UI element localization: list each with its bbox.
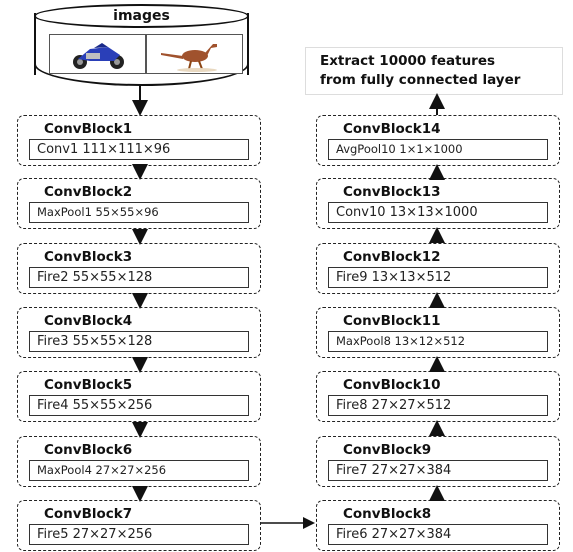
convblock12: ConvBlock12 Fire9 13×13×512 bbox=[316, 243, 560, 294]
layer-box: Fire4 55×55×256 bbox=[29, 395, 249, 416]
convblock2: ConvBlock2 MaxPool1 55×55×96 bbox=[17, 178, 261, 229]
block-title: ConvBlock9 bbox=[343, 442, 432, 458]
block-title: ConvBlock1 bbox=[44, 121, 133, 137]
features-line-2: from fully connected layer bbox=[320, 72, 521, 88]
block-title: ConvBlock11 bbox=[343, 313, 441, 329]
layer-box: Fire9 13×13×512 bbox=[328, 267, 548, 288]
layer-box: Conv1 111×111×96 bbox=[29, 139, 249, 160]
convblock3: ConvBlock3 Fire2 55×55×128 bbox=[17, 243, 261, 294]
layer-box: AvgPool10 1×1×1000 bbox=[328, 139, 548, 160]
block-title: ConvBlock12 bbox=[343, 249, 441, 265]
images-label: images bbox=[113, 8, 170, 24]
convblock6: ConvBlock6 MaxPool4 27×27×256 bbox=[17, 436, 261, 487]
convblock5: ConvBlock5 Fire4 55×55×256 bbox=[17, 371, 261, 422]
features-box: Extract 10000 features from fully connec… bbox=[305, 47, 563, 95]
convblock4: ConvBlock4 Fire3 55×55×128 bbox=[17, 307, 261, 358]
convblock9: ConvBlock9 Fire7 27×27×384 bbox=[316, 436, 560, 487]
block-title: ConvBlock10 bbox=[343, 377, 441, 393]
block-title: ConvBlock7 bbox=[44, 506, 133, 522]
layer-box: MaxPool4 27×27×256 bbox=[29, 460, 249, 481]
layer-box: Fire7 27×27×384 bbox=[328, 460, 548, 481]
convblock1: ConvBlock1 Conv1 111×111×96 bbox=[17, 115, 261, 166]
block-title: ConvBlock13 bbox=[343, 184, 441, 200]
layer-box: Fire5 27×27×256 bbox=[29, 524, 249, 545]
block-title: ConvBlock3 bbox=[44, 249, 133, 265]
layer-box: MaxPool8 13×12×512 bbox=[328, 331, 548, 352]
features-line-1: Extract 10000 features bbox=[320, 53, 496, 69]
convblock8: ConvBlock8 Fire6 27×27×384 bbox=[316, 500, 560, 551]
layer-box: MaxPool1 55×55×96 bbox=[29, 202, 249, 223]
block-title: ConvBlock5 bbox=[44, 377, 133, 393]
layer-box: Fire8 27×27×512 bbox=[328, 395, 548, 416]
block-title: ConvBlock8 bbox=[343, 506, 432, 522]
convblock7: ConvBlock7 Fire5 27×27×256 bbox=[17, 500, 261, 551]
block-title: ConvBlock14 bbox=[343, 121, 441, 137]
layer-box: Fire3 55×55×128 bbox=[29, 331, 249, 352]
cylinder-top bbox=[34, 4, 249, 28]
dinosaur-image bbox=[146, 34, 243, 74]
layer-box: Conv10 13×13×1000 bbox=[328, 202, 548, 223]
convblock13: ConvBlock13 Conv10 13×13×1000 bbox=[316, 178, 560, 229]
images-database: images bbox=[34, 4, 249, 86]
block-title: ConvBlock4 bbox=[44, 313, 133, 329]
convblock11: ConvBlock11 MaxPool8 13×12×512 bbox=[316, 307, 560, 358]
convblock10: ConvBlock10 Fire8 27×27×512 bbox=[316, 371, 560, 422]
block-title: ConvBlock2 bbox=[44, 184, 133, 200]
convblock14: ConvBlock14 AvgPool10 1×1×1000 bbox=[316, 115, 560, 166]
motorcycle-image bbox=[49, 34, 146, 74]
layer-box: Fire6 27×27×384 bbox=[328, 524, 548, 545]
layer-box: Fire2 55×55×128 bbox=[29, 267, 249, 288]
block-title: ConvBlock6 bbox=[44, 442, 133, 458]
